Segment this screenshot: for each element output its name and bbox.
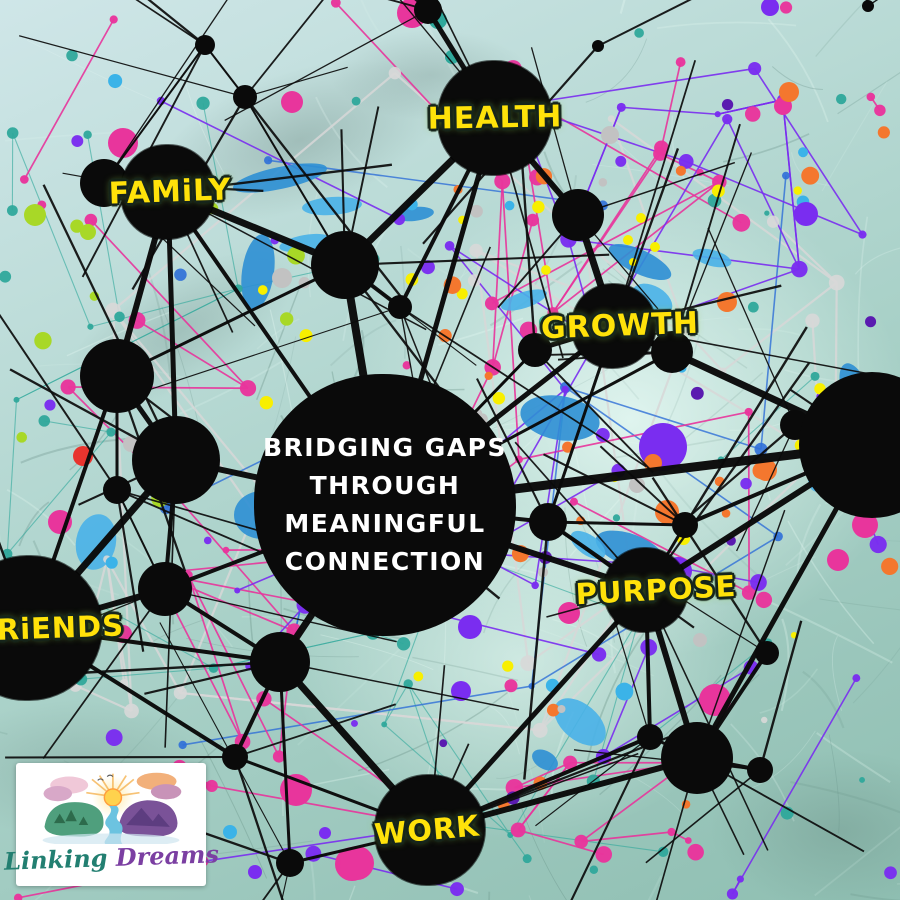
node-work-label: WORK — [372, 808, 482, 852]
node-health: HEALTH — [427, 61, 563, 175]
center-message-line: THROUGH — [309, 471, 461, 500]
node-family-label: FAMiLY — [108, 172, 232, 212]
linking-dreams-logo-illustration — [42, 772, 182, 844]
logo-word-linking: Linking — [3, 843, 108, 876]
node-growth: GROWTH — [540, 284, 700, 368]
cloud-purple — [150, 784, 182, 800]
logo-word-dreams: Dreams — [114, 839, 219, 872]
node-growth-label: GROWTH — [540, 305, 700, 347]
center-message-line: CONNECTION — [284, 547, 486, 576]
birds-icon — [97, 774, 114, 781]
center-message-line: MEANINGFUL — [284, 509, 486, 538]
cloud-mauve — [43, 786, 73, 802]
sun-icon — [103, 788, 123, 807]
node-family: FAMiLY — [108, 145, 232, 239]
node-health-label: HEALTH — [427, 99, 563, 137]
center-message-node: BRIDGING GAPS THROUGH MEANINGFUL CONNECT… — [254, 374, 516, 636]
black-nodes — [80, 0, 900, 877]
mountain-ridge — [126, 807, 170, 827]
center-message-line: BRIDGING GAPS — [262, 433, 508, 462]
mist — [42, 833, 180, 844]
node-purpose: PURPOSE — [575, 548, 737, 632]
logo-wordmark: Linking Dreams — [3, 839, 219, 876]
node-work: WORK — [372, 775, 485, 885]
node-friends-label: FRiENDS — [0, 608, 125, 648]
shadow-smudge — [710, 750, 900, 900]
trees-icon — [54, 809, 89, 825]
linking-dreams-logo-card: Linking Dreams — [3, 763, 219, 886]
